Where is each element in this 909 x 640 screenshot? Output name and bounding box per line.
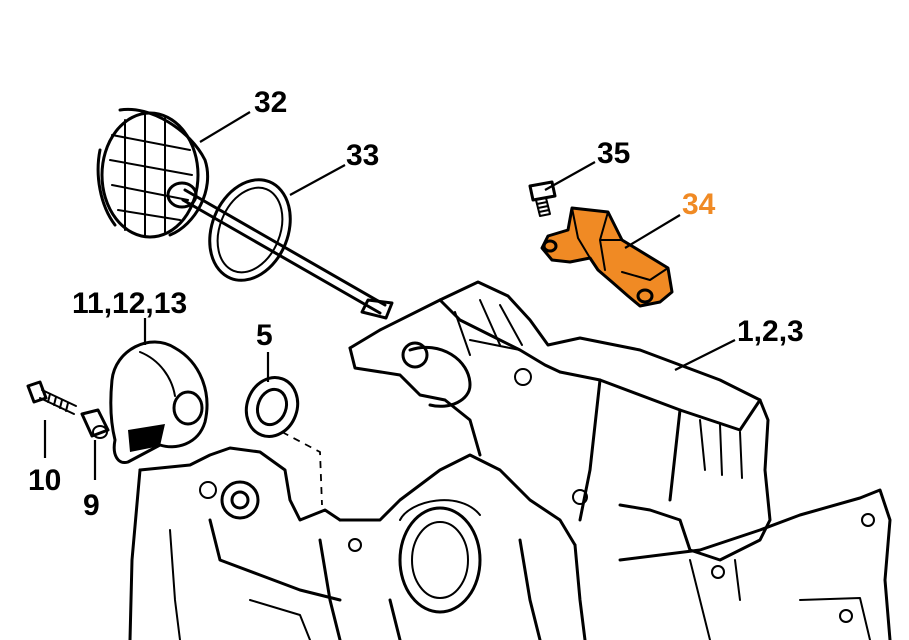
label-10: 10 (28, 464, 61, 497)
label-11-12-13: 11,12,13 (72, 287, 187, 320)
part-10-bolt (26, 380, 77, 415)
label-5: 5 (256, 319, 273, 352)
label-34-highlighted: 34 (682, 188, 716, 221)
label-33: 33 (346, 139, 379, 172)
part-33-ring (208, 178, 292, 282)
label-32: 32 (254, 86, 287, 119)
part-11-12-13-cap (109, 340, 209, 465)
part-34-bracket-highlighted (540, 206, 674, 308)
label-1-2-3: 1,2,3 (737, 315, 804, 348)
part-32-assembly (96, 107, 394, 320)
part-35-screw (528, 180, 557, 217)
part-9-bushing (80, 408, 110, 439)
label-35: 35 (597, 137, 630, 170)
label-9: 9 (83, 489, 100, 522)
leader-lines (43, 111, 736, 480)
crankcase-housing (128, 280, 892, 640)
part-5-seal (244, 376, 300, 438)
alignment-dashed-line (281, 431, 323, 506)
